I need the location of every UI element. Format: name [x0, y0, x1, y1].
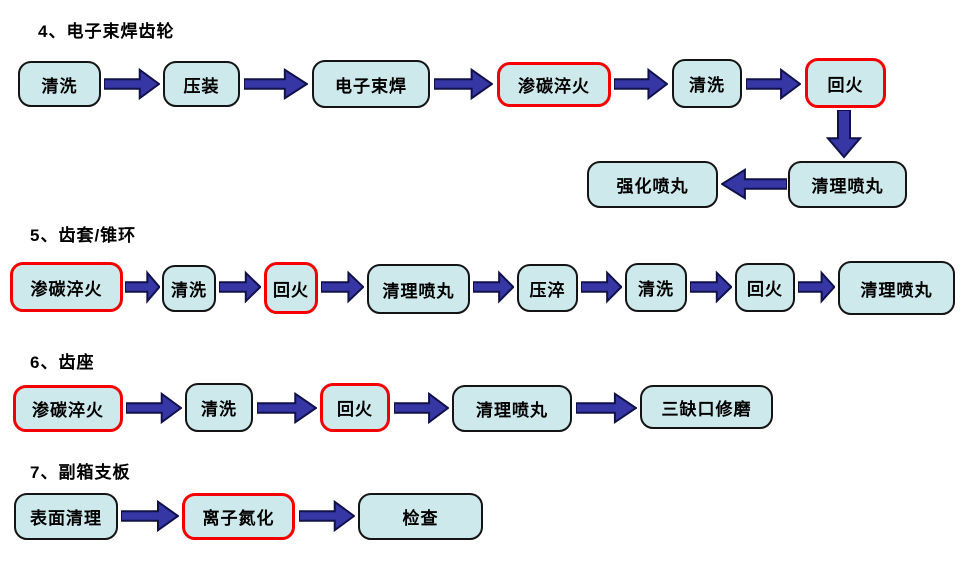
process-box: 压装 [163, 61, 240, 107]
process-box: 清洗 [185, 383, 253, 432]
process-box-highlighted: 回火 [320, 383, 390, 432]
process-box: 压淬 [517, 264, 578, 312]
process-box: 清理喷丸 [788, 161, 907, 208]
arrow-right-icon [244, 67, 308, 101]
arrow-right-icon [798, 270, 835, 304]
section-title: 7、副箱支板 [30, 463, 131, 482]
arrow-right-icon [690, 270, 732, 304]
arrow-right-icon [321, 270, 364, 304]
process-box-highlighted: 渗碳淬火 [10, 262, 123, 312]
section-title: 5、齿套/锥环 [30, 226, 137, 245]
process-box: 电子束焊 [312, 60, 430, 108]
process-box-highlighted: 渗碳淬火 [13, 385, 123, 432]
arrow-right-icon [257, 391, 317, 425]
arrow-right-icon [126, 391, 182, 425]
process-box: 清理喷丸 [452, 385, 572, 432]
process-box: 强化喷丸 [587, 161, 718, 208]
arrow-right-icon [614, 67, 668, 101]
process-box: 清洗 [18, 61, 101, 107]
process-box: 清洗 [625, 263, 687, 312]
section-title: 6、齿座 [30, 353, 95, 372]
arrow-right-icon [299, 499, 355, 533]
arrow-right-icon [576, 391, 637, 425]
process-box: 表面清理 [14, 493, 118, 540]
process-box: 清洗 [162, 265, 216, 312]
process-box-highlighted: 回火 [264, 262, 318, 314]
process-box: 检查 [358, 493, 483, 540]
arrow-down-icon [826, 110, 862, 159]
section-title: 4、电子束焊齿轮 [38, 22, 175, 41]
arrow-right-icon [394, 391, 449, 425]
arrow-right-icon [434, 67, 493, 101]
arrow-right-icon [121, 499, 179, 533]
process-box: 清洗 [672, 59, 742, 108]
arrow-right-icon [746, 67, 801, 101]
process-box-highlighted: 回火 [805, 58, 886, 108]
arrow-right-icon [581, 270, 622, 304]
process-box-highlighted: 离子氮化 [182, 493, 295, 540]
arrow-right-icon [219, 270, 261, 304]
arrow-left-icon [721, 167, 787, 201]
process-box: 清理喷丸 [367, 264, 470, 314]
arrow-right-icon [104, 67, 160, 101]
process-box: 三缺口修磨 [640, 385, 773, 429]
process-box: 清理喷丸 [838, 261, 955, 315]
arrow-right-icon [125, 270, 160, 304]
process-box-highlighted: 渗碳淬火 [497, 62, 611, 107]
arrow-right-icon [473, 270, 514, 304]
process-box: 回火 [735, 263, 795, 312]
